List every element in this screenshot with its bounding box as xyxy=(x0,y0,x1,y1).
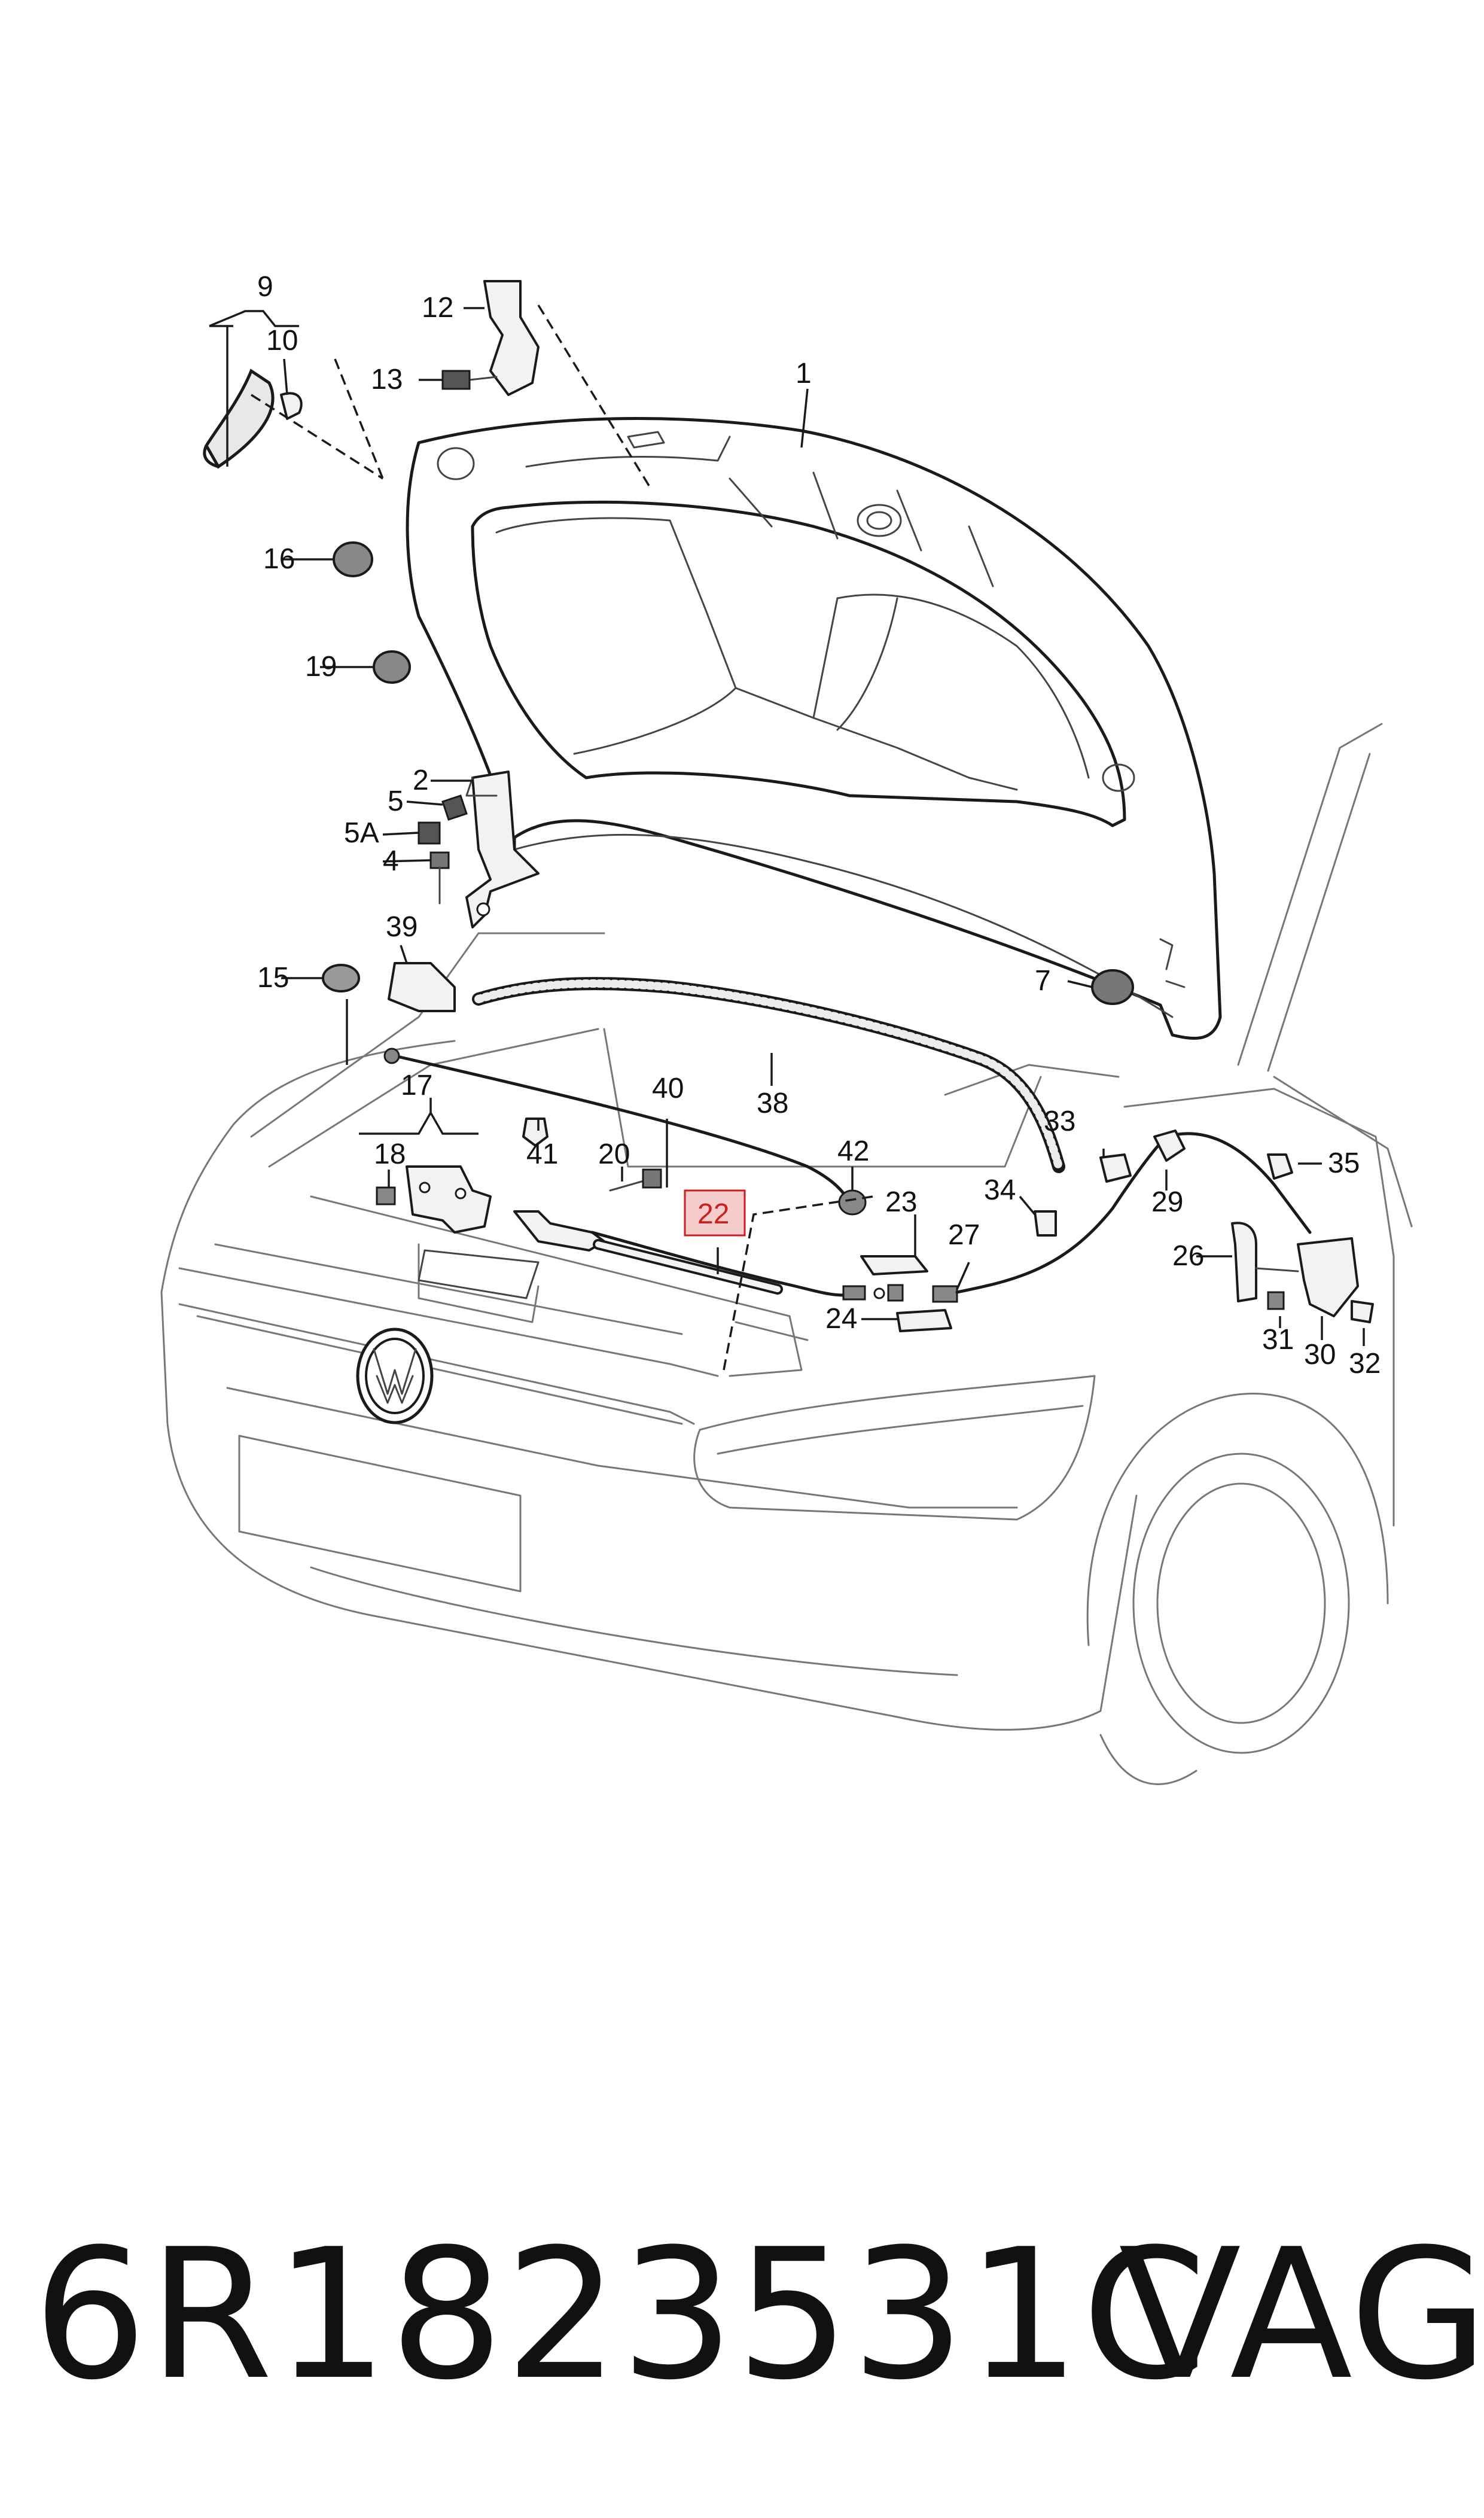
callout-40: 40 xyxy=(652,1073,684,1104)
callout-5a: 5A xyxy=(344,817,379,849)
callout-35: 35 xyxy=(1328,1147,1360,1179)
brand-text: VAG xyxy=(1119,2211,1484,2419)
callout-26: 26 xyxy=(1172,1240,1204,1272)
part-number-text: 6R1823531C xyxy=(33,2211,1208,2419)
vw-emblem xyxy=(356,1327,434,1424)
callout-20: 20 xyxy=(598,1138,630,1170)
callout-19: 19 xyxy=(305,651,337,683)
callout-17: 17 xyxy=(401,1070,432,1101)
callout-31: 31 xyxy=(1262,1324,1294,1356)
callout-39: 39 xyxy=(386,911,418,943)
callout-16: 16 xyxy=(263,543,295,575)
leader-lines xyxy=(209,305,1365,1371)
callout-12: 12 xyxy=(422,292,453,324)
callout-1: 1 xyxy=(796,358,812,389)
callout-24: 24 xyxy=(825,1303,857,1335)
car-body-outline xyxy=(160,723,1413,1785)
callout-10: 10 xyxy=(266,325,298,357)
callout-23: 23 xyxy=(885,1186,917,1218)
callout-5: 5 xyxy=(388,785,404,817)
callout-4: 4 xyxy=(383,845,399,877)
callout-32: 32 xyxy=(1349,1348,1381,1380)
callout-7: 7 xyxy=(1035,965,1051,997)
callout-27: 27 xyxy=(948,1219,980,1251)
seal-part-9 xyxy=(203,369,275,469)
callout-38: 38 xyxy=(757,1088,788,1119)
callout-18: 18 xyxy=(374,1138,406,1170)
hinge-part-2 xyxy=(465,771,540,928)
callout-42: 42 xyxy=(837,1135,869,1167)
small-parts xyxy=(280,280,1374,1332)
callout-34: 34 xyxy=(984,1174,1016,1206)
callout-22-highlight xyxy=(684,1189,746,1237)
callout-15: 15 xyxy=(257,962,289,994)
seal-part-38 xyxy=(472,977,1065,1173)
callout-30: 30 xyxy=(1304,1339,1336,1371)
callout-22: 22 xyxy=(697,1198,729,1230)
callout-2: 2 xyxy=(413,765,429,796)
callout-41: 41 xyxy=(526,1138,558,1170)
callout-33: 33 xyxy=(1044,1106,1075,1137)
callout-13: 13 xyxy=(371,364,403,395)
callout-29: 29 xyxy=(1151,1186,1183,1218)
hood-part-1 xyxy=(406,417,1222,1040)
callout-9: 9 xyxy=(257,271,273,303)
callout-labels: 1 2 4 5 5A 7 9 10 12 13 15 16 17 18 19 2… xyxy=(257,271,1381,1380)
